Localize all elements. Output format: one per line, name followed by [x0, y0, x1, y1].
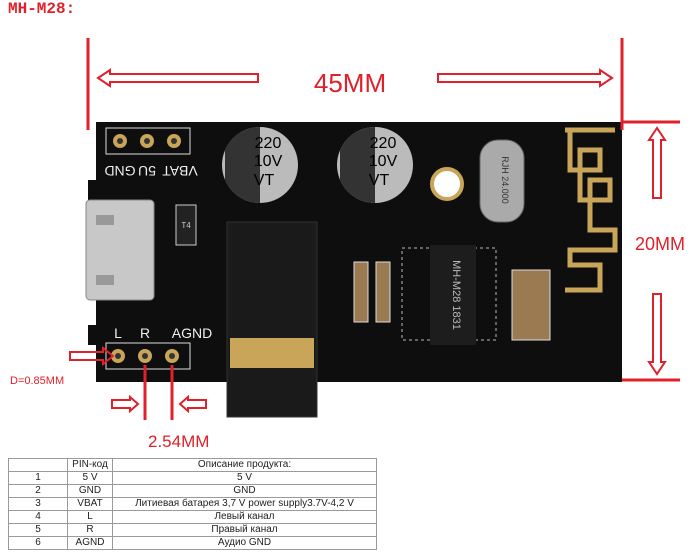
top-header-pins: [105, 127, 191, 155]
hole-diameter-label: D=0.85MM: [10, 375, 64, 387]
crystal: RJH 24.000: [479, 139, 525, 223]
svg-text:220: 220: [370, 135, 397, 152]
pin-label-vbat: VBAT: [162, 163, 198, 179]
module-title: MH-M28:: [8, 0, 76, 18]
pin-label-r: R: [140, 325, 150, 341]
svg-text:MH-M28 1831: MH-M28 1831: [450, 260, 462, 330]
audio-jack: [226, 221, 318, 418]
svg-text:220: 220: [255, 135, 282, 152]
board-diagram: GND 5U VBAT T4 220 10V VT 220 10V VT RJH…: [10, 38, 685, 451]
pcb-antenna: [565, 127, 618, 293]
smd-resistors: [353, 261, 551, 341]
pin-label-agnd: AGND: [172, 325, 212, 341]
table-header-row: PIN-код Описание продукта:: [8, 458, 377, 472]
svg-text:VT: VT: [369, 172, 390, 189]
dimension-annotations: [69, 38, 680, 420]
svg-text:RJH 24.000: RJH 24.000: [500, 156, 510, 204]
svg-text:VT: VT: [254, 172, 275, 189]
bluetooth-chip: MH-M28 1831: [401, 245, 497, 345]
bottom-header-pins: [105, 342, 191, 370]
pin-label-gnd: GND: [104, 163, 135, 179]
height-dimension: 20MM: [635, 234, 685, 254]
pin-pitch-dimension: 2.54MM: [148, 432, 209, 451]
diode-label: T4: [181, 221, 191, 230]
pin-label-5v: 5U: [138, 163, 156, 179]
capacitor-right: 220 10V VT: [337, 126, 413, 204]
svg-text:10V: 10V: [369, 153, 398, 170]
capacitor-left: 220 10V VT: [222, 126, 298, 204]
pin-label-l: L: [114, 325, 122, 341]
svg-text:10V: 10V: [254, 153, 283, 170]
width-dimension: 45MM: [314, 68, 386, 98]
diode: [175, 204, 197, 246]
mounting-hole: [430, 167, 464, 201]
